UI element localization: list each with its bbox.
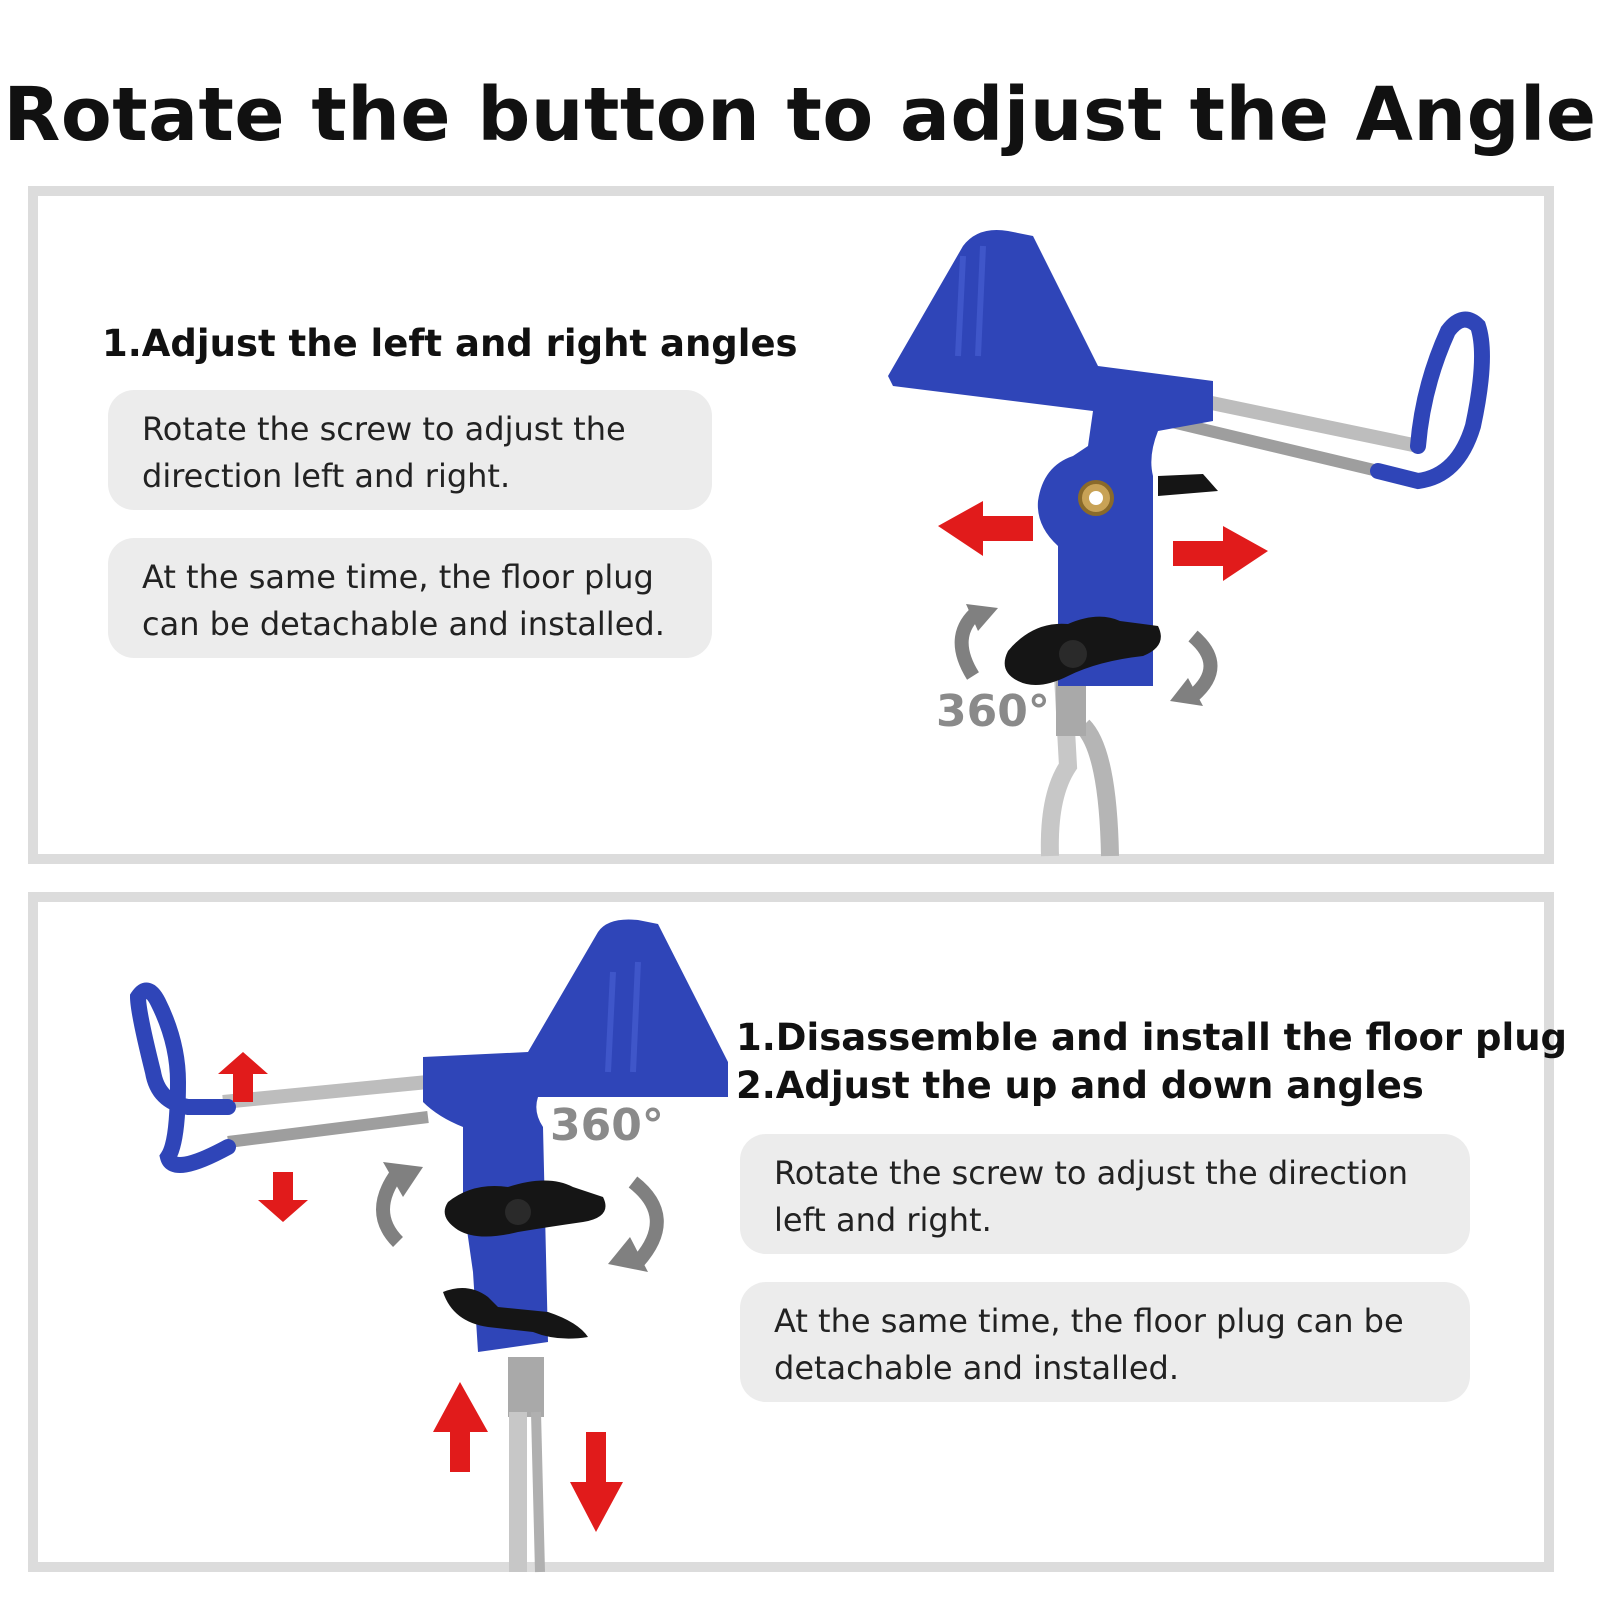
bubble-text: direction left and right. [142, 457, 511, 495]
bracket-rib [955, 255, 966, 357]
bubble-text: Rotate the screw to adjust the [142, 410, 626, 448]
panel-heading: 2.Adjust the up and down angles [736, 1064, 1424, 1107]
rotate-arrow-left-head [383, 1162, 423, 1197]
bubble-text: Rotate the screw to adjust the direction [774, 1154, 1409, 1192]
metal-rail [227, 1111, 429, 1148]
rotate-arrow-right [628, 1176, 664, 1267]
threaded-spike [508, 1357, 544, 1417]
blue-hook [129, 982, 236, 1173]
bracket-rib [630, 961, 641, 1073]
rotate-arrow-right [1188, 630, 1218, 702]
blue-hook [1370, 311, 1490, 490]
bubble-text: At the same time, the floor plug can be [774, 1302, 1404, 1340]
right-arrow [1173, 526, 1268, 581]
metal-rail [1176, 389, 1420, 453]
down-arrow [258, 1172, 308, 1222]
bubble-text: can be detachable and installed. [142, 605, 665, 643]
panel-heading: 1.Disassemble and install the floor plug [736, 1016, 1568, 1059]
page-title: Rotate the button to adjust the Angle [3, 72, 1597, 158]
rotate-arrow-left [376, 1167, 404, 1247]
down-arrow [570, 1432, 623, 1532]
rotation-label: 360° [550, 1100, 664, 1151]
side-knob [443, 1288, 588, 1339]
up-arrow [433, 1382, 488, 1472]
info-bubble: Rotate the screw to adjust the direction… [108, 390, 712, 510]
bracket-rib [975, 245, 986, 357]
info-bubble: At the same time, the floor plug can be … [740, 1282, 1470, 1402]
rod-holder-illustration [888, 230, 1490, 857]
rod-holder-illustration [129, 919, 728, 1573]
metal-rail [1166, 415, 1380, 477]
stand-rod [531, 1411, 545, 1573]
wing-knob-center [505, 1199, 531, 1225]
bubble-text: left and right. [774, 1201, 992, 1239]
left-arrow [938, 501, 1033, 556]
info-bubble: Rotate the screw to adjust the direction… [740, 1134, 1470, 1254]
side-knob [1158, 474, 1218, 496]
wing-knob-center [1059, 640, 1087, 668]
rotate-arrow-right-head [608, 1237, 648, 1272]
stand-rod [1076, 719, 1119, 857]
left-right-angle-panel: 1.Adjust the left and right angles Rotat… [28, 186, 1554, 864]
up-arrow [218, 1052, 268, 1102]
bracket-rib [605, 971, 616, 1073]
info-bubble: At the same time, the floor plug can be … [108, 538, 712, 658]
blue-bracket [888, 230, 1213, 686]
rotation-label: 360° [936, 686, 1050, 737]
brass-screw-center [1089, 491, 1103, 505]
bubble-text: At the same time, the floor plug [142, 558, 654, 596]
blue-bracket [423, 919, 728, 1352]
panel-heading: 1.Adjust the left and right angles [102, 322, 798, 365]
metal-rail [222, 1075, 429, 1109]
stand-rod [1040, 675, 1078, 857]
up-down-angle-panel: 1.Disassemble and install the floor plug… [28, 892, 1567, 1573]
rotate-arrow-left-head [966, 604, 998, 631]
bubble-text: detachable and installed. [774, 1349, 1180, 1387]
rotate-arrow-right-head [1170, 678, 1203, 706]
